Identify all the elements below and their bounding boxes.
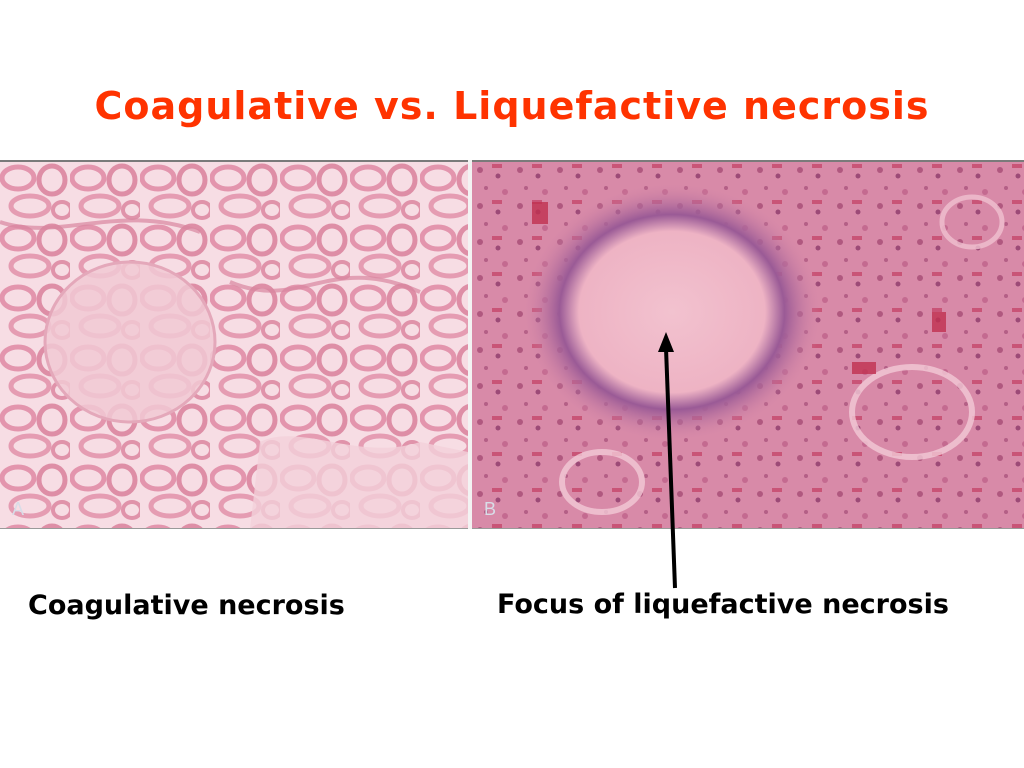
panel-label-a: A — [12, 499, 25, 519]
micrograph-b-image — [472, 162, 1024, 528]
caption-liquefactive: Focus of liquefactive necrosis — [497, 589, 949, 620]
caption-coagulative: Coagulative necrosis — [28, 590, 345, 621]
micrograph-panel-a: A — [0, 160, 468, 529]
slide-title: Coagulative vs. Liquefactive necrosis — [94, 84, 930, 128]
micrograph-a-image — [0, 162, 468, 528]
panel-label-b: B — [484, 499, 497, 519]
micrograph-panel-b: B — [472, 160, 1024, 529]
panel-divider — [468, 160, 472, 529]
